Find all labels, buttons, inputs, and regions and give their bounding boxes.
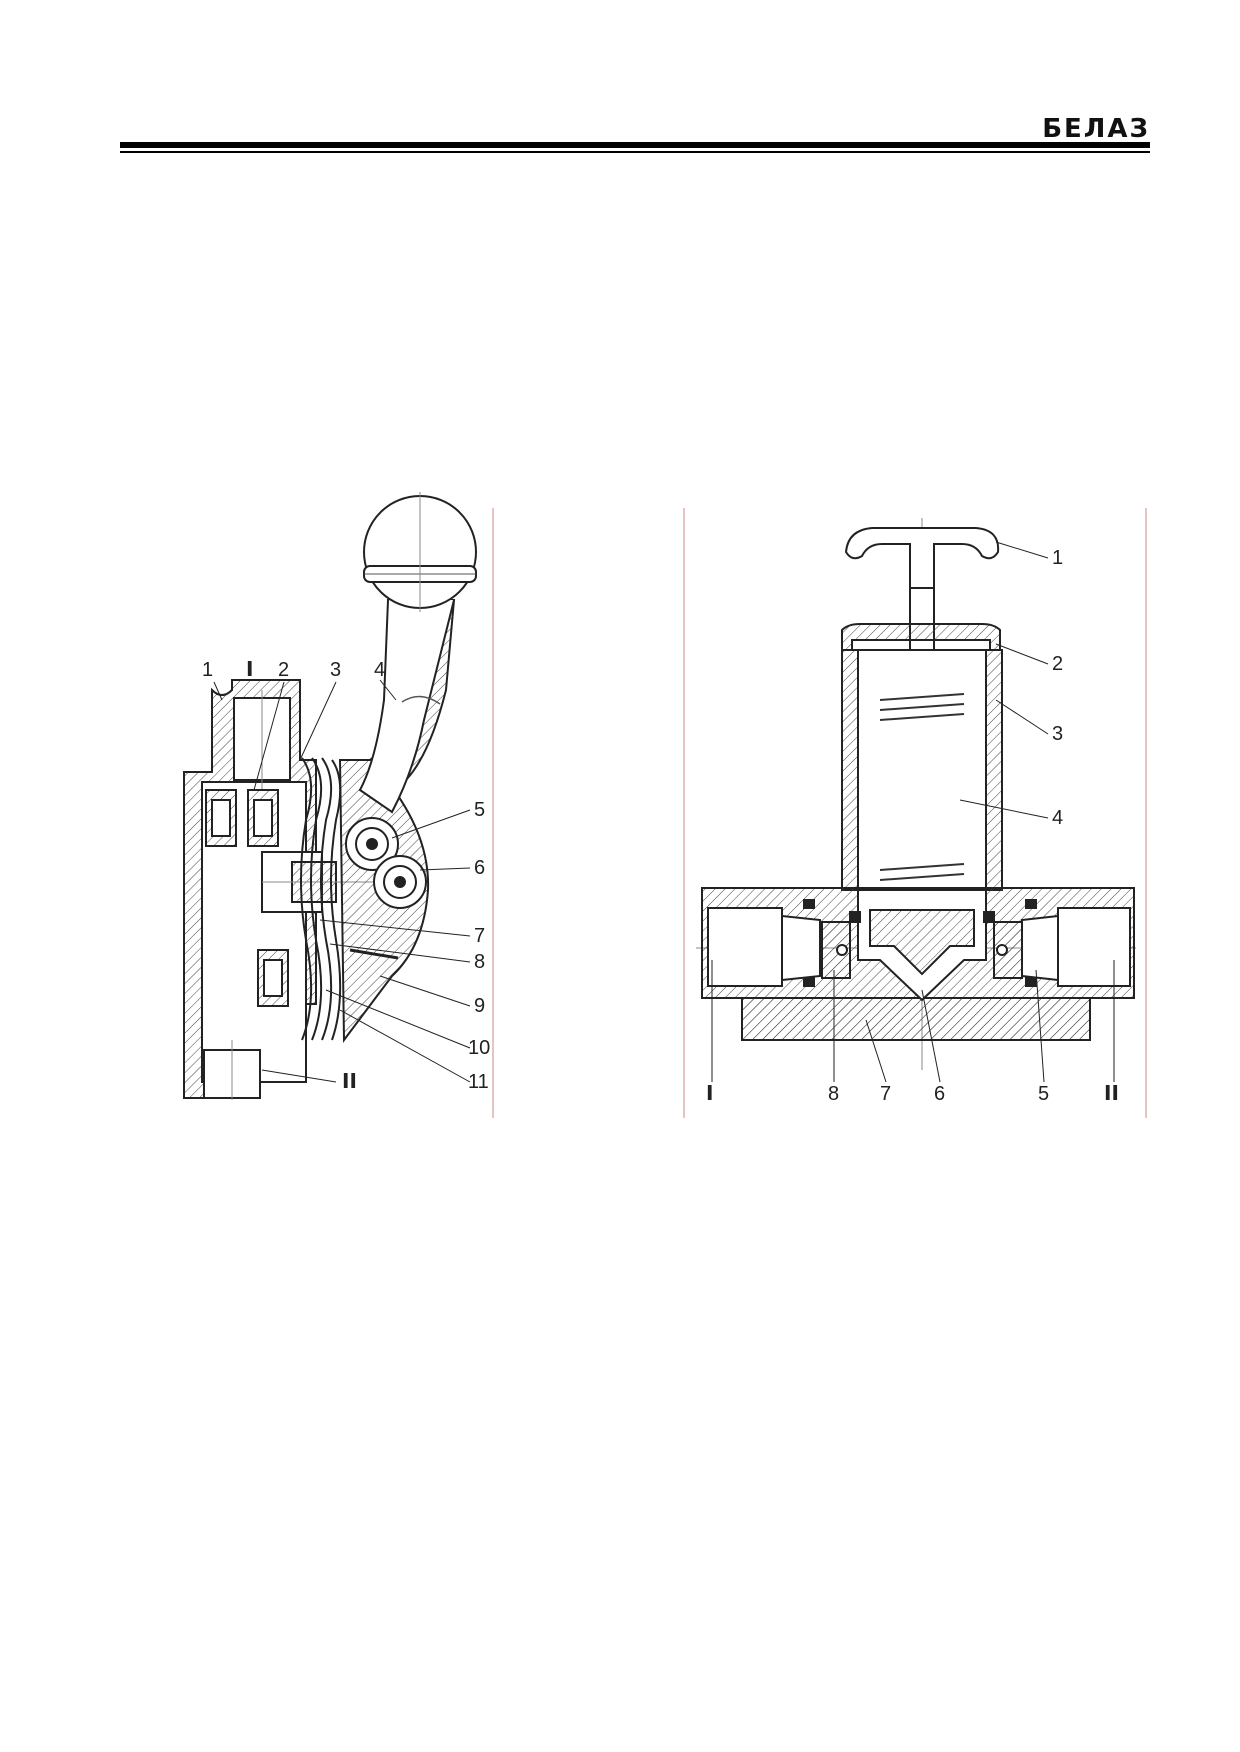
page-header: БЕЛАЗ [0,0,1240,170]
right-label-6: 6 [934,1083,945,1105]
left-label-11: 11 [468,1071,489,1093]
right-label-port-II: II [1104,1081,1119,1105]
left-valve-drawing [183,492,494,1118]
right-label-7: 7 [880,1083,891,1105]
left-label-6: 6 [474,857,485,879]
right-valve-labels: 1 2 3 4 I 8 7 6 5 II [706,547,1119,1105]
left-valve-labels: 1 I 2 3 4 5 6 7 8 9 10 11 II [202,657,490,1093]
left-label-5: 5 [474,799,485,821]
header-rule-thin [120,151,1150,153]
left-label-7: 7 [474,925,485,947]
left-label-9: 9 [474,995,485,1017]
right-label-5: 5 [1038,1083,1049,1105]
left-label-2: 2 [278,659,289,681]
left-label-4: 4 [374,659,385,681]
left-label-10: 10 [468,1037,490,1059]
left-label-3: 3 [330,659,341,681]
right-label-3: 3 [1052,723,1063,745]
right-label-4: 4 [1052,807,1063,829]
left-label-8: 8 [474,951,485,973]
header-rule-thick [120,142,1150,148]
right-label-2: 2 [1052,653,1063,675]
right-valve-drawing [683,508,1147,1118]
right-label-port-I: I [706,1081,713,1105]
right-label-1: 1 [1052,547,1063,569]
right-label-8: 8 [828,1083,839,1105]
left-label-port-I: I [246,657,253,681]
left-label-port-II: II [342,1069,357,1093]
brand-logo: БЕЛАЗ [1042,114,1150,144]
left-label-1: 1 [202,659,213,681]
